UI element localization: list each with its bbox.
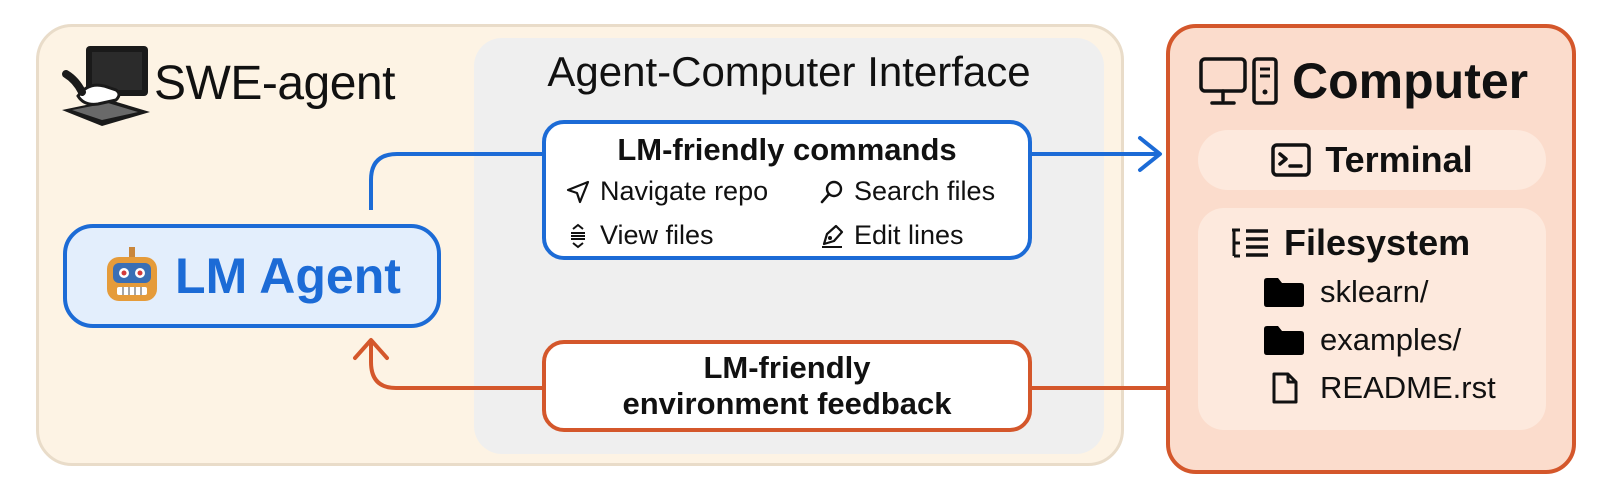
filesystem-header: Filesystem [1230,222,1470,264]
terminal-icon [1271,143,1312,177]
brand-title: SWE-agent [154,57,395,110]
command-navigate-repo: Navigate repo [564,176,768,207]
filesystem-box: Filesystem sklearn/ examples/ README.rst [1198,208,1546,430]
filesystem-item: sklearn/ [1262,274,1429,310]
commands-to-computer-arrowhead [1138,136,1162,172]
feedback-box: LM-friendly environment feedback [542,340,1032,432]
aci-title: Agent-Computer Interface [547,48,1031,95]
command-label: View files [600,220,714,250]
command-view-files: View files [564,220,714,251]
filesystem-item: examples/ [1262,322,1461,358]
feedback-line-2: environment feedback [622,386,952,421]
feedback-to-agent-line [369,340,542,390]
command-label: Edit lines [854,220,964,250]
folder-icon [1264,278,1304,307]
feedback-line-1: LM-friendly [703,350,871,385]
lm-agent-label: LM Agent [175,248,401,304]
terminal-box: Terminal [1198,130,1546,190]
file-icon [1272,372,1298,404]
command-label: Search files [854,176,996,206]
hacker-keyboard-icon [62,46,150,126]
robot-icon [107,247,158,301]
tree-list-icon [1232,228,1268,258]
commands-title: LM-friendly commands [617,132,957,167]
command-search-files: Search files [818,176,995,207]
command-label: Navigate repo [600,176,769,206]
filesystem-item-label: sklearn/ [1320,274,1429,309]
computer-title: Computer [1292,53,1529,109]
filesystem-item-label: examples/ [1320,322,1462,357]
filesystem-item-label: README.rst [1320,370,1496,405]
lm-agent-box: LM Agent [63,224,441,328]
navigate-arrow-icon [566,180,590,203]
agent-to-commands-line [369,152,542,210]
feedback-to-agent-arrowhead [353,338,389,360]
filesystem-label: Filesystem [1284,222,1471,263]
pen-icon [822,224,844,248]
search-icon [820,180,843,203]
folder-icon [1264,326,1304,355]
filesystem-item: README.rst [1262,370,1496,406]
desktop-computer-icon [1199,57,1278,105]
command-edit-lines: Edit lines [818,220,964,251]
expand-vertical-icon [571,223,585,248]
terminal-label: Terminal [1325,139,1473,180]
commands-box: LM-friendly commands Navigate repo Searc… [542,120,1032,260]
